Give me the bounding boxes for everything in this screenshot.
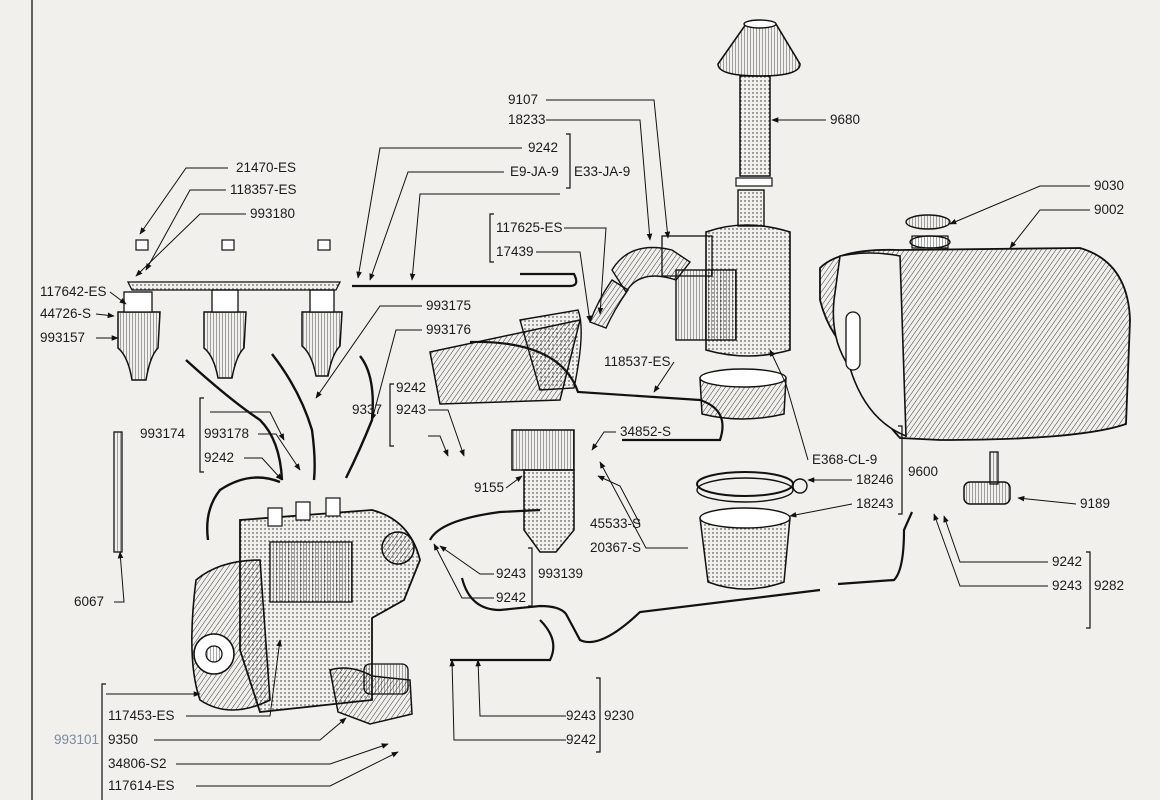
drive-shaft bbox=[113, 431, 123, 553]
label-20367-s: 20367-S bbox=[590, 540, 642, 555]
label-993101: 993101 bbox=[54, 732, 100, 747]
label-e9-ja-9: E9-JA-9 bbox=[510, 164, 559, 179]
fuel-filter bbox=[511, 429, 575, 553]
label-9350: 9350 bbox=[108, 732, 139, 747]
air-cleaner-oil-cup bbox=[699, 368, 787, 420]
label-9282: 9282 bbox=[1094, 578, 1125, 593]
injection-pump bbox=[191, 497, 421, 713]
label-9107: 9107 bbox=[508, 92, 539, 107]
label-9242-lower: 9242 bbox=[496, 590, 527, 605]
injector-2 bbox=[203, 239, 247, 379]
label-9242-bottom: 9242 bbox=[566, 732, 597, 747]
air-cleaner-body bbox=[589, 189, 791, 357]
label-118357-es: 118357-ES bbox=[230, 182, 297, 197]
label-9337: 9337 bbox=[352, 402, 383, 417]
group-braces bbox=[101, 133, 1091, 800]
label-117642-es: 117642-ES bbox=[40, 284, 107, 299]
label-117453-es: 117453-ES bbox=[108, 708, 175, 723]
label-9243-bottom: 9243 bbox=[566, 708, 597, 723]
lift-pump bbox=[329, 663, 413, 725]
label-118537-es: 118537-ES bbox=[604, 354, 671, 369]
label-9242-top: 9242 bbox=[528, 140, 559, 155]
leader-lines bbox=[95, 99, 1090, 787]
label-9230: 9230 bbox=[604, 708, 635, 723]
label-9243-lower: 9243 bbox=[496, 566, 527, 581]
label-e368-cl-9: E368-CL-9 bbox=[812, 452, 878, 467]
fuel-shutoff-valve bbox=[963, 451, 1011, 505]
label-45533-s: 45533-S bbox=[590, 516, 642, 531]
label-993174: 993174 bbox=[140, 426, 186, 441]
label-993157: 993157 bbox=[40, 330, 86, 345]
label-9242-right: 9242 bbox=[1052, 554, 1083, 569]
label-9243-mid: 9243 bbox=[396, 402, 427, 417]
label-17439: 17439 bbox=[496, 244, 534, 259]
label-9155: 9155 bbox=[474, 480, 505, 495]
label-18246: 18246 bbox=[856, 472, 894, 487]
label-993180: 993180 bbox=[250, 206, 296, 221]
label-e33-ja-9: E33-JA-9 bbox=[574, 164, 631, 179]
label-993178: 993178 bbox=[204, 426, 250, 441]
label-993175: 993175 bbox=[426, 298, 472, 313]
label-9242-mid: 9242 bbox=[396, 380, 427, 395]
label-117614-es: 117614-ES bbox=[108, 778, 175, 793]
injector-3 bbox=[301, 239, 343, 377]
label-9680: 9680 bbox=[830, 112, 861, 127]
fuel-tank bbox=[819, 235, 1131, 441]
label-44726-s: 44726-S bbox=[40, 306, 92, 321]
label-21470-es: 21470-ES bbox=[236, 160, 297, 175]
return-pipe bbox=[352, 272, 914, 662]
label-34852-s: 34852-S bbox=[620, 424, 672, 439]
label-9242-left: 9242 bbox=[204, 450, 235, 465]
injector-1 bbox=[117, 239, 161, 381]
label-34806-s2: 34806-S2 bbox=[108, 756, 167, 771]
air-intake-stack bbox=[735, 75, 773, 187]
label-993176: 993176 bbox=[426, 322, 472, 337]
label-9002: 9002 bbox=[1094, 202, 1125, 217]
label-18243: 18243 bbox=[856, 496, 894, 511]
label-9243-right: 9243 bbox=[1052, 578, 1083, 593]
label-117625-es: 117625-ES bbox=[496, 220, 563, 235]
label-9189: 9189 bbox=[1080, 496, 1111, 511]
label-6067: 6067 bbox=[74, 594, 105, 609]
label-18233: 18233 bbox=[508, 112, 546, 127]
mounting-bracket bbox=[429, 309, 582, 405]
oil-cup-bowl bbox=[699, 507, 791, 590]
label-993139: 993139 bbox=[538, 566, 584, 581]
label-9030: 9030 bbox=[1094, 178, 1125, 193]
label-9600: 9600 bbox=[908, 464, 939, 479]
tank-cap bbox=[905, 214, 951, 230]
leak-off-pipe bbox=[126, 281, 342, 291]
clamp-ring bbox=[696, 471, 808, 503]
air-cleaner-cap bbox=[717, 19, 801, 77]
